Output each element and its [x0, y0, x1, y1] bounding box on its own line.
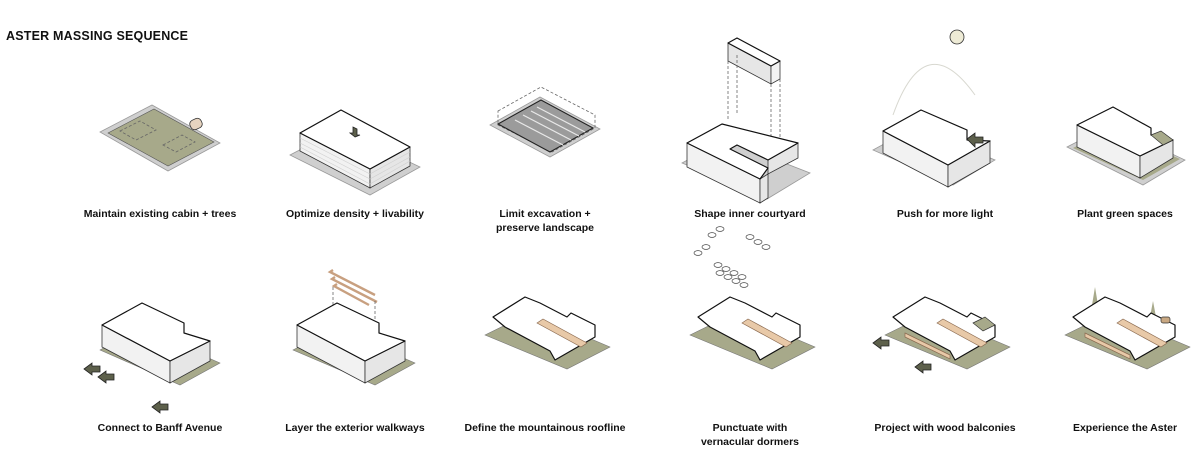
lifted-block-top: [727, 37, 781, 67]
step-3-limit-excavation: Limit excavation +preserve landscape: [445, 45, 645, 265]
c-mass-roof: [101, 302, 211, 362]
balconies-illustration: [872, 296, 1011, 374]
wood-walkway: [536, 318, 588, 348]
cabin-icon: [189, 117, 203, 131]
entry-arrow-icon: [914, 360, 932, 374]
parking-pit: [496, 99, 595, 153]
entry-arrow-icon: [97, 370, 115, 384]
c-shaped-mass-illustration: [681, 37, 811, 204]
step-label: Connect to Banff Avenue: [97, 422, 223, 434]
floor-lines: [299, 137, 411, 185]
entry-arrow-icon: [83, 362, 101, 376]
step-label: Optimize density + livability: [286, 208, 424, 220]
building-block-illustration: [289, 109, 421, 196]
step-label: Push for more light: [896, 208, 994, 220]
step-12-experience-aster: Experience the Aster: [1025, 225, 1200, 445]
step-label: Plant green spaces: [1077, 208, 1173, 220]
entry-arrow-icon: [151, 400, 169, 414]
step-8-layer-walkways: Layer the exterior walkways: [255, 225, 455, 445]
push-arrow-icon: [966, 132, 984, 148]
step-5-push-light: Push for more light: [845, 29, 1045, 265]
c-mass-roof: [296, 302, 406, 362]
wood-walkway: [741, 318, 793, 348]
step-label: Experience the Aster: [1072, 422, 1178, 434]
wood-walkway: [936, 318, 988, 348]
dormers-illustration: [689, 226, 816, 370]
final-building: [1072, 296, 1176, 361]
dashed-outline: [497, 86, 596, 153]
push-light-illustration: [872, 29, 996, 188]
pitched-roof: [492, 296, 596, 361]
step-label: Define the mountainous roofline: [464, 422, 626, 434]
step-9-define-roofline: Define the mountainous roofline: [445, 225, 645, 445]
up-arrow-icon: [348, 126, 361, 138]
step-7-connect-banff: Connect to Banff Avenue: [60, 225, 260, 445]
walkways-illustration: [292, 269, 416, 386]
step-4-shape-courtyard: Shape inner courtyard: [650, 37, 850, 265]
connect-illustration: [83, 302, 221, 414]
c-mass-roof: [882, 109, 991, 166]
step-2-optimize-density: Optimize density + livability: [255, 45, 455, 265]
diagram-title: ASTER MASSING SEQUENCE: [6, 29, 189, 43]
cabin-icon: [1160, 316, 1171, 324]
sun-path: [892, 63, 976, 116]
step-1-maintain-cabin: Maintain existing cabin + trees: [60, 45, 260, 265]
pitched-roof: [697, 296, 801, 361]
dashed-footprint: [119, 120, 157, 141]
site-plot-illustration: [99, 104, 221, 172]
green-roof: [972, 316, 996, 332]
wood-balconies: [904, 332, 951, 360]
parking-pit-illustration: [489, 86, 601, 158]
green-spaces-illustration: [1066, 106, 1186, 186]
roofline-illustration: [484, 296, 611, 370]
final-building-illustration: [1064, 287, 1191, 370]
dashed-footprint: [162, 134, 196, 153]
step-label: Shape inner courtyard: [694, 208, 806, 220]
step-label: Maintain existing cabin + trees: [83, 208, 237, 220]
step-11-wood-balconies: Project with wood balconies: [845, 225, 1045, 445]
sun-icon: [949, 29, 965, 45]
grass-lot: [107, 108, 215, 167]
wood-balconies: [1084, 332, 1131, 360]
step-label: Limit excavation +preserve landscape: [495, 208, 595, 234]
step-label: Layer the exterior walkways: [285, 422, 425, 434]
wood-walkway: [1116, 318, 1168, 348]
walkway-layers: [327, 269, 378, 307]
step-6-plant-green: Plant green spaces: [1025, 45, 1200, 265]
green-roof: [1150, 130, 1174, 146]
tree-icon: [1092, 287, 1098, 305]
c-mass-roof: [686, 123, 799, 180]
entry-arrow-icon: [872, 336, 890, 350]
parking-stalls: [514, 106, 586, 146]
building-roof: [299, 109, 411, 170]
floating-dormers: [693, 226, 771, 288]
projection-lines: [727, 55, 781, 143]
step-label: Project with wood balconies: [874, 422, 1016, 434]
building-side: [759, 173, 769, 204]
